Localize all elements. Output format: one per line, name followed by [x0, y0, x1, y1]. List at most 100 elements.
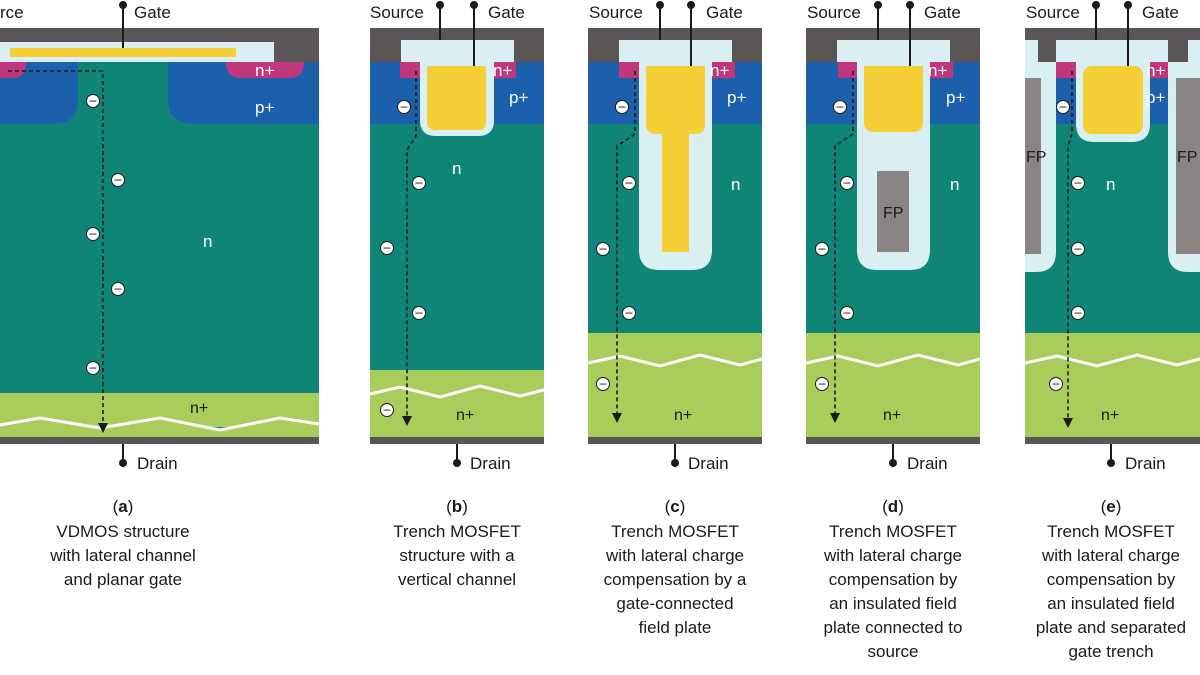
svg-text:(d): (d) [882, 497, 904, 516]
electron-circle [86, 94, 100, 108]
substrate-region [588, 333, 762, 444]
electron-minus-sign: − [88, 228, 97, 241]
current-path [8, 70, 104, 425]
source-terminal-dot [436, 1, 444, 9]
electron-minus-icon: − [1071, 242, 1085, 256]
electron-minus-icon: − [622, 306, 636, 320]
n-plus-source-label: n+ [1146, 61, 1165, 80]
p-plus-label: p+ [727, 88, 746, 107]
gate-label: Gate [1142, 3, 1179, 22]
caption-letter-close: ) [680, 497, 686, 516]
caption-letter-open: ( [1101, 497, 1107, 516]
caption-letter-close: ) [462, 497, 468, 516]
field-plate [877, 171, 909, 252]
trench-gate [427, 66, 486, 130]
substrate-break-line [0, 416, 319, 432]
n-plus-source-right [709, 62, 735, 78]
electron-circle [412, 176, 426, 190]
gate-label: Gate [488, 3, 525, 22]
electron-minus-sign: − [1073, 243, 1082, 256]
electron-minus-icon: − [1071, 176, 1085, 190]
substrate-region [370, 370, 544, 444]
drain-terminal-dot [453, 459, 461, 467]
panel-e: Source Gate Drain n+ p+ n FP FP n+ − − −… [1025, 1, 1200, 473]
electron-minus-sign: − [1073, 177, 1082, 190]
electron-minus-icon: − [1056, 100, 1070, 114]
n-drift-label: n [452, 159, 461, 178]
caption-line: with lateral channel [49, 546, 196, 565]
caption-line: VDMOS structure [56, 522, 189, 541]
electron-circle [111, 282, 125, 296]
panel-c: Source Gate Drain n+ p+ n n+ − − − − − [588, 1, 762, 473]
caption-line: vertical channel [398, 570, 516, 589]
electron-circle [1056, 100, 1070, 114]
drain-terminal-dot [671, 459, 679, 467]
caption-line: gate trench [1068, 642, 1153, 661]
gate-label: Gate [134, 3, 171, 22]
n-drift-label: n [731, 175, 740, 194]
n-plus-source-left [619, 62, 639, 78]
electron-minus-icon: − [596, 242, 610, 256]
electron-minus-sign: − [1073, 307, 1082, 320]
electron-minus-icon: − [86, 227, 100, 241]
field-plate-label: FP [883, 205, 903, 222]
n-plus-substrate-label: n+ [456, 407, 474, 424]
n-plus-source-right [490, 62, 516, 78]
drain-terminal-dot [119, 459, 127, 467]
electron-minus-sign: − [113, 174, 122, 187]
gate-terminal-dot [119, 1, 127, 9]
drain-label: Drain [688, 454, 729, 473]
electron-minus-icon: − [615, 100, 629, 114]
caption-letter: a [118, 497, 128, 516]
planar-gate [10, 48, 236, 57]
caption-line: with lateral charge [1041, 546, 1180, 565]
electron-minus-sign: − [113, 283, 122, 296]
electron-minus-sign: − [399, 101, 408, 114]
caption-letter-open: ( [113, 497, 119, 516]
caption-line: compensation by [829, 570, 958, 589]
electron-minus-icon: − [380, 403, 394, 417]
electron-minus-sign: − [617, 101, 626, 114]
substrate-region-top [0, 393, 319, 427]
svg-text:(e): (e) [1101, 497, 1122, 516]
source-label: Source [370, 3, 424, 22]
electron-minus-sign: − [88, 362, 97, 375]
electron-circle [1071, 176, 1085, 190]
caption-line: Trench MOSFET [1047, 522, 1175, 541]
electron-circle [1071, 242, 1085, 256]
electron-circle [86, 361, 100, 375]
n-plus-substrate-label: n+ [674, 407, 692, 424]
electron-minus-sign: − [835, 101, 844, 114]
electron-minus-sign: − [1058, 101, 1067, 114]
electron-minus-icon: − [622, 176, 636, 190]
gate-terminal-dot [470, 1, 478, 9]
current-path [834, 71, 854, 415]
n-plus-source-right [226, 62, 304, 78]
caption-line: plate connected to [824, 618, 963, 637]
p-plus-label: p+ [509, 88, 528, 107]
electron-minus-icon: − [815, 377, 829, 391]
gate-label: Gate [924, 3, 961, 22]
caption-line: structure with a [399, 546, 515, 565]
drain-metal [370, 437, 544, 444]
electron-minus-icon: − [380, 241, 394, 255]
caption-letter: d [888, 497, 898, 516]
field-plate-left [1025, 78, 1041, 254]
current-arrowhead [402, 416, 412, 426]
electron-circle [815, 377, 829, 391]
electron-circle [1049, 377, 1063, 391]
trench-gate [1083, 66, 1143, 134]
electron-circle [596, 377, 610, 391]
current-path [1067, 71, 1073, 420]
electron-circle [412, 306, 426, 320]
electron-minus-sign: − [598, 378, 607, 391]
current-arrowhead [1063, 418, 1073, 428]
caption-letter-open: ( [665, 497, 671, 516]
caption-letter-close: ) [898, 497, 904, 516]
electron-minus-sign: − [414, 177, 423, 190]
p-well-left [0, 62, 78, 124]
drain-metal [806, 437, 980, 444]
drain-metal [588, 437, 762, 444]
trench-gate [864, 66, 923, 132]
electron-minus-icon: − [840, 306, 854, 320]
